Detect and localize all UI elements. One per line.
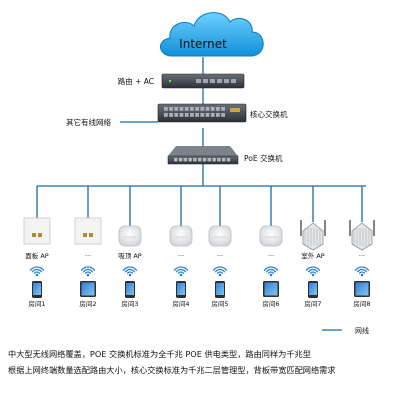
room-label: 房间8 (353, 299, 370, 308)
room-label: 房间1 (28, 299, 45, 308)
wifi-icon (212, 266, 228, 277)
phone-icon (215, 281, 225, 298)
router-icon[interactable] (161, 73, 245, 89)
legend-label: 网线 (355, 326, 369, 335)
other-wired-label: 其它有线网络 (66, 117, 111, 127)
wifi-icon (354, 266, 370, 277)
ap-label: ··· (217, 252, 223, 260)
access-points: 面板 AP 房间1 ··· 房间2 吸顶 AP 房间3 ··· 房间4 ··· 房间5 ··· 房间6… (23, 217, 375, 308)
ceiling-ap-icon[interactable] (208, 225, 232, 247)
room-label: 房间7 (304, 299, 321, 308)
ap-label: ··· (85, 252, 91, 260)
tablet-icon (354, 281, 370, 297)
wifi-icon (305, 266, 321, 277)
ap-label: ··· (268, 252, 274, 260)
wifi-icon (173, 266, 189, 277)
wifi-icon (80, 266, 96, 277)
phone-icon (176, 281, 186, 298)
room-label: 房间3 (121, 299, 138, 308)
ap-label: 吸顶 AP (118, 252, 142, 260)
panel-ap-icon[interactable] (23, 217, 51, 245)
room-label: 房间5 (211, 299, 228, 308)
wifi-icon (122, 266, 138, 277)
tablet-icon (263, 281, 279, 297)
ap-label: ··· (178, 252, 184, 260)
ceiling-ap-icon[interactable] (259, 225, 283, 247)
phone-icon (308, 281, 318, 298)
panel-ap-icon[interactable] (74, 217, 102, 245)
ceiling-ap-icon[interactable] (169, 225, 193, 247)
room-label: 房间2 (79, 299, 96, 308)
poe-switch-icon[interactable] (167, 146, 239, 165)
tablet-icon (80, 281, 96, 297)
cloud-icon (160, 12, 264, 57)
core-switch-icon[interactable] (157, 103, 247, 123)
poe-switch-label: PoE 交换机 (244, 153, 283, 163)
caption-line-1: 中大型无线网络覆盖，POE 交换机标准为全千兆 POE 供电类型，路由同样为千兆… (8, 349, 311, 359)
caption-line-2: 根据上网终端数量选配路由大小，核心交换标准为千兆二层管理型，背板带宽匹配网络需求 (8, 365, 336, 375)
ap-label: 室外 AP (301, 251, 325, 260)
outdoor-ap-icon[interactable] (349, 220, 375, 251)
router-label: 路由 + AC (118, 76, 154, 86)
caption: 中大型无线网络覆盖，POE 交换机标准为全千兆 POE 供电类型，路由同样为千兆… (8, 346, 394, 378)
core-switch-label: 核心交换机 (250, 109, 288, 119)
room-label: 房间6 (262, 299, 279, 308)
room-label: 房间4 (172, 299, 189, 308)
cloud-label: Internet (179, 37, 227, 51)
wifi-icon (263, 266, 279, 277)
outdoor-ap-icon[interactable] (300, 220, 326, 251)
wifi-icon (29, 266, 45, 277)
phone-icon (125, 281, 135, 298)
ap-label: 面板 AP (25, 251, 49, 260)
ap-label: ··· (359, 252, 365, 260)
cables (37, 57, 366, 187)
ap-cable-drops (36, 186, 363, 226)
ceiling-ap-icon[interactable] (118, 225, 142, 247)
phone-icon (32, 281, 42, 298)
